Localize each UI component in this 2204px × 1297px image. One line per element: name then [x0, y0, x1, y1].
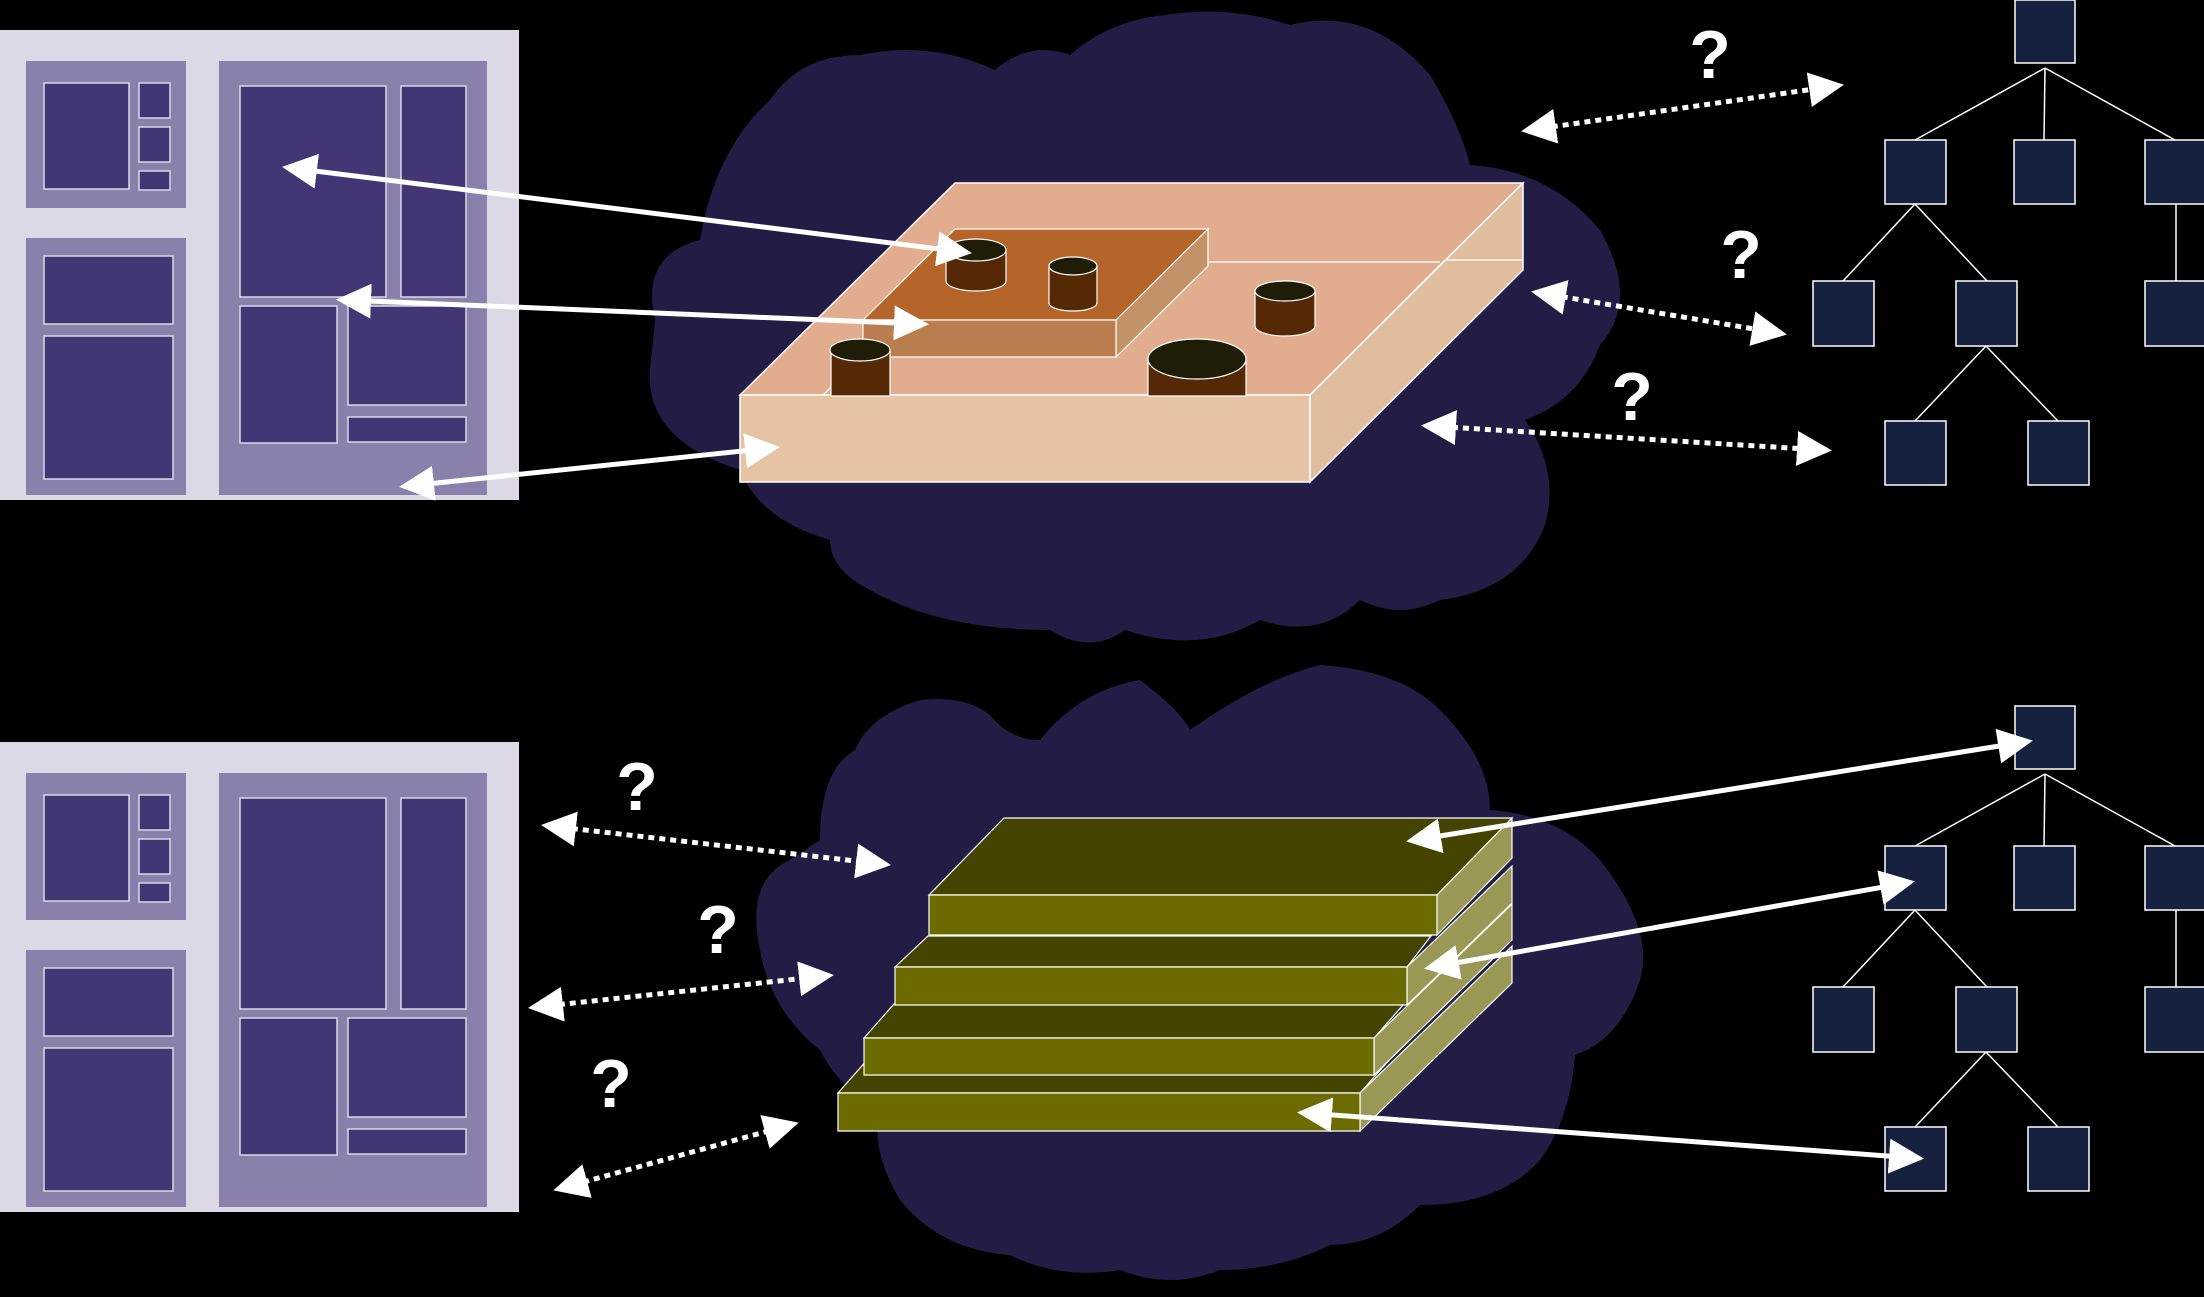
question-mark-5: ?	[697, 892, 739, 968]
arrow-solid	[1424, 870, 1915, 980]
tree-hierarchy-top	[1812, 0, 2204, 486]
arrow-solid	[1297, 1097, 1924, 1174]
arrow-dashed	[1531, 280, 1787, 346]
solid-arrows-bottom	[1297, 728, 2033, 1174]
question-mark-4: ?	[616, 749, 658, 825]
solid-arrows-top	[282, 153, 972, 501]
question-mark-3: ?	[1611, 359, 1653, 435]
arrow-solid	[336, 283, 929, 341]
question-mark-1: ?	[1689, 17, 1731, 93]
arrow-dashed	[541, 811, 891, 879]
arrow-dashed	[528, 961, 834, 1022]
cylinder-2	[1048, 256, 1098, 312]
cylinder-4	[829, 338, 891, 397]
arrow-solid	[1406, 728, 2033, 854]
cylinder-1	[945, 238, 1007, 292]
dashed-arrows-top	[1421, 72, 1844, 466]
question-mark-2: ?	[1720, 217, 1762, 293]
dashed-arrows-bottom	[528, 811, 891, 1198]
cylinder-3	[1254, 280, 1316, 337]
tree-hierarchy-bottom	[1812, 705, 2204, 1192]
arrow-solid	[282, 153, 972, 267]
cylinder-5	[1147, 338, 1247, 397]
arrow-dashed	[1521, 72, 1844, 144]
arrow-dashed	[553, 1115, 799, 1198]
layout-wireframe-top	[0, 29, 520, 501]
layout-wireframe-bottom	[0, 741, 520, 1213]
question-mark-6: ?	[590, 1046, 632, 1122]
arrow-solid	[399, 433, 780, 501]
